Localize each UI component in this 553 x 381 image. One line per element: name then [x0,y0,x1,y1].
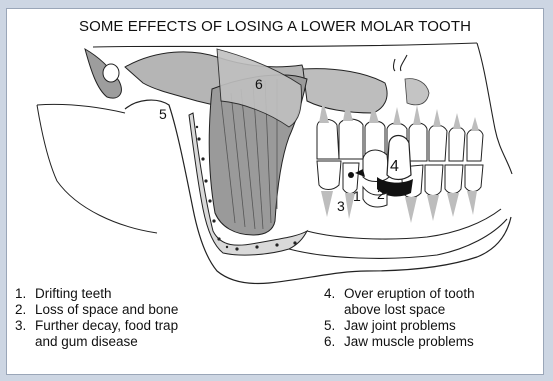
label-1: 1 [353,188,361,204]
label-2: 2 [377,186,385,202]
legend-item-3: 3. Further decay, food trap [15,318,178,334]
legend-number: 3. [15,318,35,334]
label-3: 3 [337,198,345,214]
legend-item-1: 1. Drifting teeth [15,286,178,302]
legend-number: 6. [324,334,344,350]
legend-number: 5. [324,318,344,334]
legend-text: Jaw joint problems [344,318,456,334]
label-6: 6 [255,76,263,92]
legend-text: Loss of space and bone [35,302,178,318]
legend-item-6: 6. Jaw muscle problems [324,334,475,350]
legend-text: Over eruption of tooth [344,286,475,302]
legend-text: Further decay, food trap [35,318,178,334]
legend-item-5: 5. Jaw joint problems [324,318,475,334]
label-4: 4 [390,158,399,175]
legend-text: Jaw muscle problems [344,334,474,350]
legend-number: 1. [15,286,35,302]
legend-text: Drifting teeth [35,286,112,302]
legend-item-2: 2. Loss of space and bone [15,302,178,318]
legend-item-3-cont: and gum disease [15,334,178,350]
legend-item-4: 4. Over eruption of tooth [324,286,475,302]
legend-right: 4. Over eruption of tooth above lost spa… [324,286,475,350]
legend-number: 2. [15,302,35,318]
legend-item-4-cont: above lost space [324,302,475,318]
legend-number: 4. [324,286,344,302]
legend-text: and gum disease [35,334,138,350]
mandible-body [289,209,507,258]
legend-text: above lost space [344,302,445,318]
diagram-panel: SOME EFFECTS OF LOSING A LOWER MOLAR TOO… [6,8,544,375]
label-5: 5 [159,106,167,122]
legend-left: 1. Drifting teeth 2. Loss of space and b… [15,286,178,350]
